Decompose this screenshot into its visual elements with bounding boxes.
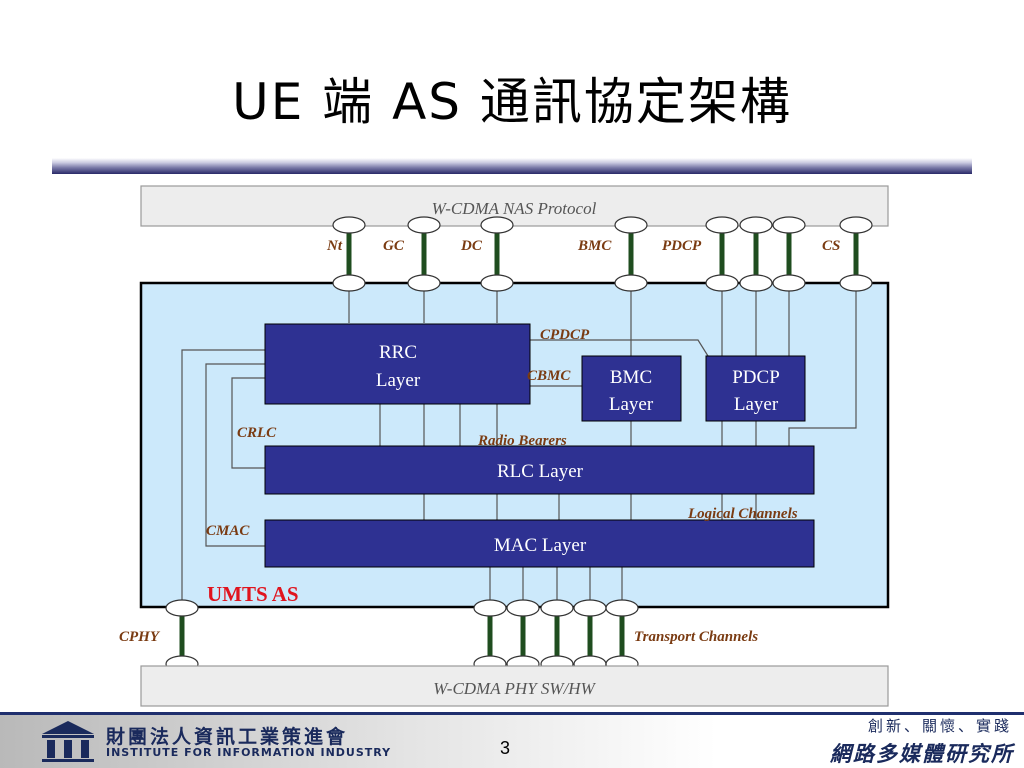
sap-pdcp-3 xyxy=(772,216,806,292)
mac-layer-label: MAC Layer xyxy=(494,535,587,556)
pdcp-layer-label-line1: PDCP xyxy=(732,367,780,388)
sap-cphy xyxy=(165,599,199,673)
pdcp-layer-label-line2: Layer xyxy=(734,394,779,415)
label-cpdcp: CPDCP xyxy=(540,327,590,343)
label-transport-channels: Transport Channels xyxy=(634,629,758,645)
sap-label-gc: GC xyxy=(383,238,405,254)
slide-title: UE 端 AS 通訊協定架構 xyxy=(232,73,792,131)
sap-transport-3 xyxy=(540,599,574,673)
footer-band xyxy=(0,712,1024,768)
label-cbmc: CBMC xyxy=(527,368,571,384)
label-cphy: CPHY xyxy=(119,629,161,645)
org-english-name: INSTITUTE FOR INFORMATION INDUSTRY xyxy=(106,746,392,759)
org-chinese-name: 財團法人資訊工業策進會 xyxy=(106,726,349,748)
sap-cs xyxy=(839,216,873,292)
sap-connectors-top xyxy=(332,216,873,292)
footer-rule xyxy=(0,712,1024,715)
umts-as-label: UMTS AS xyxy=(207,582,299,606)
page-number: 3 xyxy=(500,738,511,758)
nas-bar-label: W-CDMA NAS Protocol xyxy=(432,199,597,218)
sap-transport-2 xyxy=(506,599,540,673)
sap-transport-1 xyxy=(473,599,507,673)
motto: 創新、關懷、實踐 xyxy=(867,717,1012,735)
mac-layer-box xyxy=(264,519,815,568)
sap-label-nt: Nt xyxy=(326,238,343,254)
bmc-layer-box xyxy=(581,355,682,422)
sap-connectors-bottom xyxy=(165,599,639,673)
rrc-layer-label-line1: RRC xyxy=(379,342,417,363)
protocol-diagram: W-CDMA NAS Protocol xyxy=(119,185,890,707)
sap-pdcp-1 xyxy=(705,216,739,292)
sap-nt xyxy=(332,216,366,292)
institute-logo-icon xyxy=(42,721,94,762)
internal-lines xyxy=(181,290,857,602)
sap-label-pdcp: PDCP xyxy=(662,238,702,254)
label-logical-channels: Logical Channels xyxy=(687,506,798,522)
rlc-layer-label: RLC Layer xyxy=(497,461,584,482)
title-underline xyxy=(52,158,972,174)
pdcp-layer-box xyxy=(705,355,806,422)
phy-bar-label: W-CDMA PHY SW/HW xyxy=(433,679,596,698)
sap-dc xyxy=(480,216,514,292)
lab-name: 網路多媒體研究所 xyxy=(830,741,1014,766)
rlc-layer-box xyxy=(264,445,815,495)
phy-bar xyxy=(140,665,889,707)
sap-bmc xyxy=(614,216,648,292)
rrc-layer-label-line2: Layer xyxy=(376,370,421,391)
label-radio-bearers: Radio Bearers xyxy=(477,433,567,449)
sap-pdcp-2 xyxy=(739,216,773,292)
sap-label-bmc: BMC xyxy=(577,238,612,254)
sap-label-dc: DC xyxy=(460,238,483,254)
sap-label-cs: CS xyxy=(822,238,840,254)
sap-gc xyxy=(407,216,441,292)
bmc-layer-label-line2: Layer xyxy=(609,394,654,415)
rrc-layer-box xyxy=(264,323,531,405)
label-cmac: CMAC xyxy=(206,523,250,539)
bmc-layer-label-line1: BMC xyxy=(610,367,652,388)
label-crlc: CRLC xyxy=(237,425,277,441)
sap-transport-4 xyxy=(573,599,607,673)
